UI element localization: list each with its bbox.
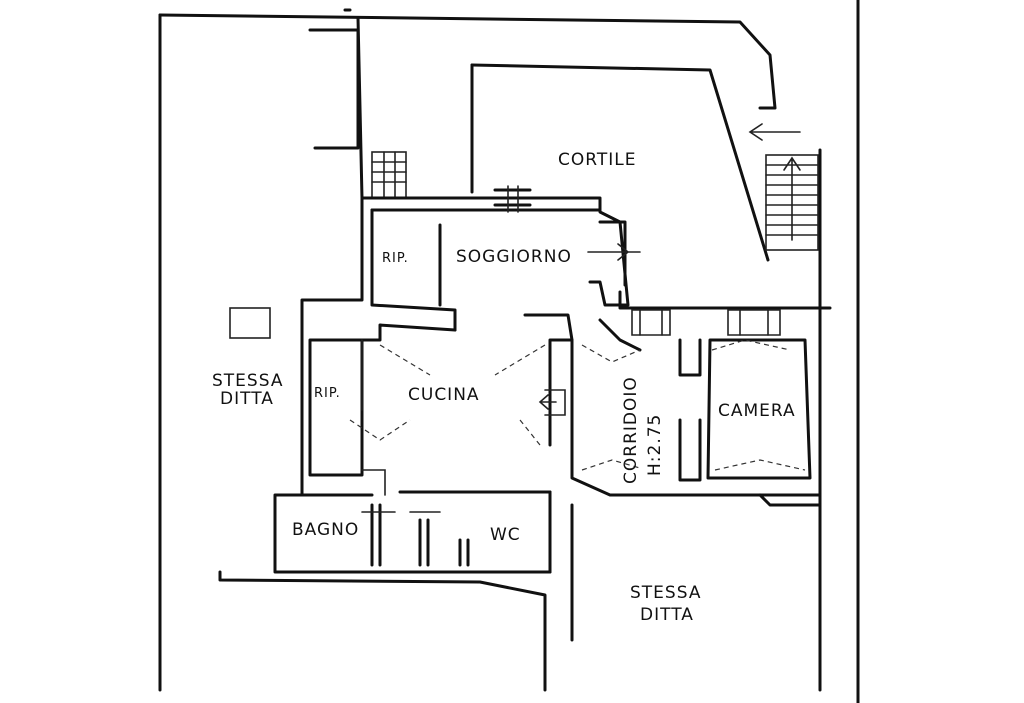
apartment-walls [273, 185, 641, 574]
small-stair [371, 151, 407, 199]
label-wc: WC [490, 525, 521, 545]
upper-left-block [308, 16, 374, 200]
outer-boundary [158, 0, 860, 703]
bedroom-walls [706, 309, 812, 480]
label-soggiorno: SOGGIORNO [456, 247, 572, 267]
label-stessa-left-1: STESSA [212, 371, 283, 391]
kitchen-openings [349, 313, 574, 447]
label-rip-left: RIP. [314, 386, 341, 401]
label-cucina: CUCINA [408, 385, 480, 405]
bath-walls [278, 490, 552, 574]
label-height: H:2.75 [645, 414, 665, 476]
label-rip-top: RIP. [382, 251, 409, 266]
courtyard-outline [470, 63, 832, 310]
label-stessa-bottom-2: DITTA [640, 605, 694, 625]
entry-arrow [748, 123, 801, 141]
corridor-walls [570, 309, 822, 497]
main-stair [765, 154, 819, 251]
left-rooms [229, 307, 457, 496]
label-stessa-left-2: DITTA [220, 389, 274, 409]
label-cortile: CORTILE [558, 150, 636, 170]
lower-neighbor-outline [218, 493, 822, 692]
label-bagno: BAGNO [292, 520, 359, 540]
label-camera: CAMERA [718, 401, 796, 421]
label-corridoio: CORRIDOIO [621, 376, 641, 484]
label-stessa-bottom-1: STESSA [630, 583, 701, 603]
